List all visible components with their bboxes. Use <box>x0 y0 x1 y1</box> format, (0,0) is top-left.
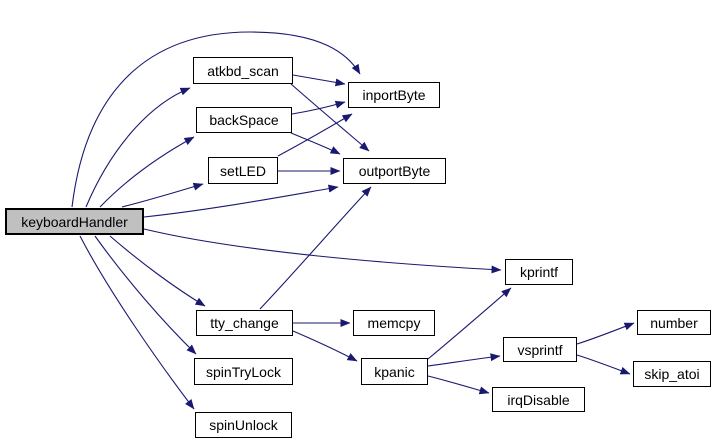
edge-keyboardHandler-spinTryLock <box>94 235 197 355</box>
edge-keyboardHandler-kprintf <box>143 228 502 274</box>
edge-setLED-inportByte <box>277 113 353 157</box>
edge-keyboardHandler-inportByte <box>71 31 361 208</box>
node-spinUnlock[interactable]: spinUnlock <box>195 412 292 438</box>
node-number[interactable]: number <box>637 310 711 335</box>
edge-atkbd_scan-inportByte <box>292 74 346 87</box>
edge-keyboardHandler-tty_change <box>109 235 206 307</box>
node-setLED[interactable]: setLED <box>208 157 278 184</box>
edge-kpanic-irqDisable <box>427 375 490 395</box>
edge-keyboardHandler-backSpace <box>99 136 195 208</box>
edge-backSpace-inportByte <box>291 100 346 115</box>
edge-atkbd_scan-outportByte <box>290 83 370 152</box>
edge-kpanic-vsprintf <box>427 353 501 367</box>
node-outportByte[interactable]: outportByte <box>343 158 446 184</box>
node-kprintf[interactable]: kprintf <box>505 259 573 285</box>
edge-keyboardHandler-outportByte <box>143 184 339 218</box>
node-keyboardHandler: keyboardHandler <box>5 208 144 235</box>
edge-vsprintf-number <box>576 322 635 345</box>
node-memcpy[interactable]: memcpy <box>353 310 435 336</box>
edge-tty_change-kpanic <box>292 330 358 362</box>
edge-tty_change-outportByte <box>259 186 372 310</box>
edge-kpanic-kprintf <box>427 287 512 360</box>
node-vsprintf[interactable]: vsprintf <box>503 337 577 362</box>
edge-keyboardHandler-atkbd_scan <box>85 87 191 208</box>
edge-backSpace-outportByte <box>290 132 341 155</box>
node-skip_atoi[interactable]: skip_atoi <box>633 361 711 387</box>
node-inportByte[interactable]: inportByte <box>348 82 440 108</box>
edge-keyboardHandler-setLED <box>121 182 204 208</box>
node-irqDisable[interactable]: irqDisable <box>492 387 585 412</box>
node-atkbd_scan[interactable]: atkbd_scan <box>193 57 293 84</box>
node-kpanic[interactable]: kpanic <box>361 358 428 385</box>
edge-vsprintf-skip_atoi <box>576 354 631 375</box>
node-backSpace[interactable]: backSpace <box>196 107 292 133</box>
edge-keyboardHandler-spinUnlock <box>79 235 195 410</box>
node-tty_change[interactable]: tty_change <box>196 310 293 336</box>
node-spinTryLock[interactable]: spinTryLock <box>194 358 293 385</box>
